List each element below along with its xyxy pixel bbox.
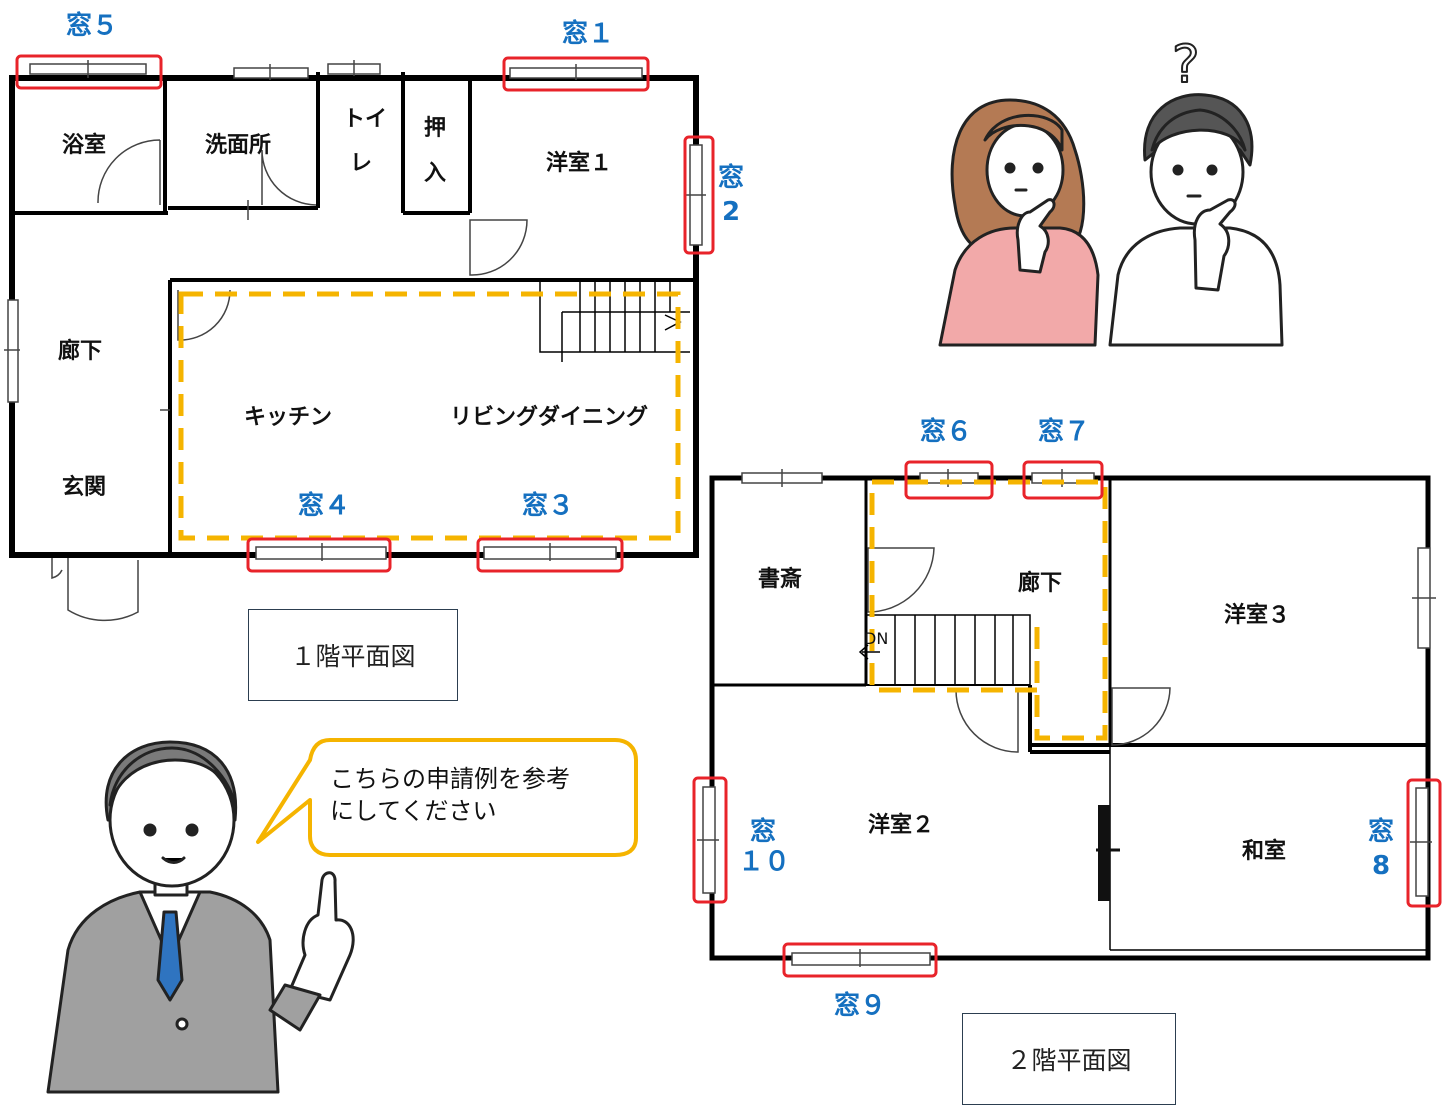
room-label-western1: 洋室１ (546, 150, 612, 176)
floor1-doors (51, 139, 528, 622)
floor2-caption: ２階平面図 (962, 1013, 1176, 1105)
window-label-7: 窓７ (1038, 416, 1090, 447)
floor2-doors (867, 547, 1171, 753)
room-label-study: 書斎 (758, 566, 802, 592)
room-label-living: リビングダイニング (450, 404, 648, 430)
room-label-entrance: 玄関 (62, 474, 106, 500)
window-label-8a: 窓 (1368, 816, 1394, 847)
floor1-caption: １階平面図 (248, 609, 458, 701)
speech-bubble-text: こちらの申請例を参考 にしてください (330, 763, 630, 827)
floor1-windows (4, 60, 706, 561)
stairs-down-label: DN (864, 629, 888, 648)
speech-line-1: こちらの申請例を参考 (330, 765, 570, 793)
question-mark: ? (1172, 35, 1200, 95)
window-label-8b: 8 (1372, 851, 1390, 881)
floor2-outer-wall (709, 475, 1431, 961)
tie-icon (156, 910, 184, 1002)
window-label-6: 窓６ (920, 416, 972, 447)
room-label-western2: 洋室２ (868, 812, 934, 838)
thinking-couple-illustration: ? (938, 34, 1284, 347)
window-label-2b: 2 (722, 197, 740, 227)
room-label-japanese: 和室 (1242, 838, 1286, 864)
room-label-bath: 浴室 (62, 132, 106, 158)
window-label-2a: 窓 (718, 162, 744, 193)
pointing-hand (288, 871, 355, 1002)
room-label-washroom: 洗面所 (205, 133, 271, 158)
window-label-9: 窓９ (834, 990, 886, 1021)
room-label-closet-2: 入 (424, 161, 446, 186)
floor2-sliding-door (1098, 805, 1110, 901)
room-label-toilet-1: トイ (343, 107, 387, 132)
floor1-living-area-highlight (178, 291, 681, 541)
room-label-hallway2: 廊下 (1018, 570, 1062, 596)
floor2-hallway-highlight (869, 479, 1108, 741)
room-label-toilet-2: レ (350, 151, 372, 176)
room-label-western3: 洋室３ (1224, 602, 1290, 628)
window-label-10b: １０ (738, 847, 790, 877)
window-label-1: 窓１ (562, 18, 614, 49)
floor1-window-highlights (15, 54, 715, 573)
window-label-4: 窓４ (298, 490, 350, 521)
floor2-window-highlights (692, 460, 1442, 978)
floor2-windows (697, 469, 1436, 967)
businessman-illustration (46, 740, 355, 1094)
floor1-plan: 浴室 洗面所 トイ レ 押 入 洋室１ 廊下 玄関 キッチン リビングダイニング… (4, 10, 744, 622)
speech-bubble (256, 738, 638, 857)
floor1-stairs (539, 282, 690, 362)
floor2-stairs (858, 614, 1031, 686)
window-label-10a: 窓 (750, 816, 776, 847)
room-label-closet-1: 押 (424, 115, 446, 141)
floor2-interior-walls (712, 478, 1428, 951)
room-label-kitchen: キッチン (244, 405, 332, 430)
floor1-outer-wall (9, 75, 699, 558)
speech-line-2: にしてください (330, 797, 497, 825)
man-hand (1192, 198, 1237, 292)
floor1-interior-walls (12, 72, 696, 555)
window-label-5: 窓５ (66, 10, 118, 41)
window-label-3: 窓３ (522, 490, 574, 521)
floor2-plan: 書斎 廊下 洋室３ 洋室２ 和室 DN 窓６ 窓７ 窓 8 窓９ 窓 １０ (692, 416, 1442, 1021)
woman-hand (1015, 198, 1056, 274)
room-label-hallway1: 廊下 (58, 338, 102, 364)
